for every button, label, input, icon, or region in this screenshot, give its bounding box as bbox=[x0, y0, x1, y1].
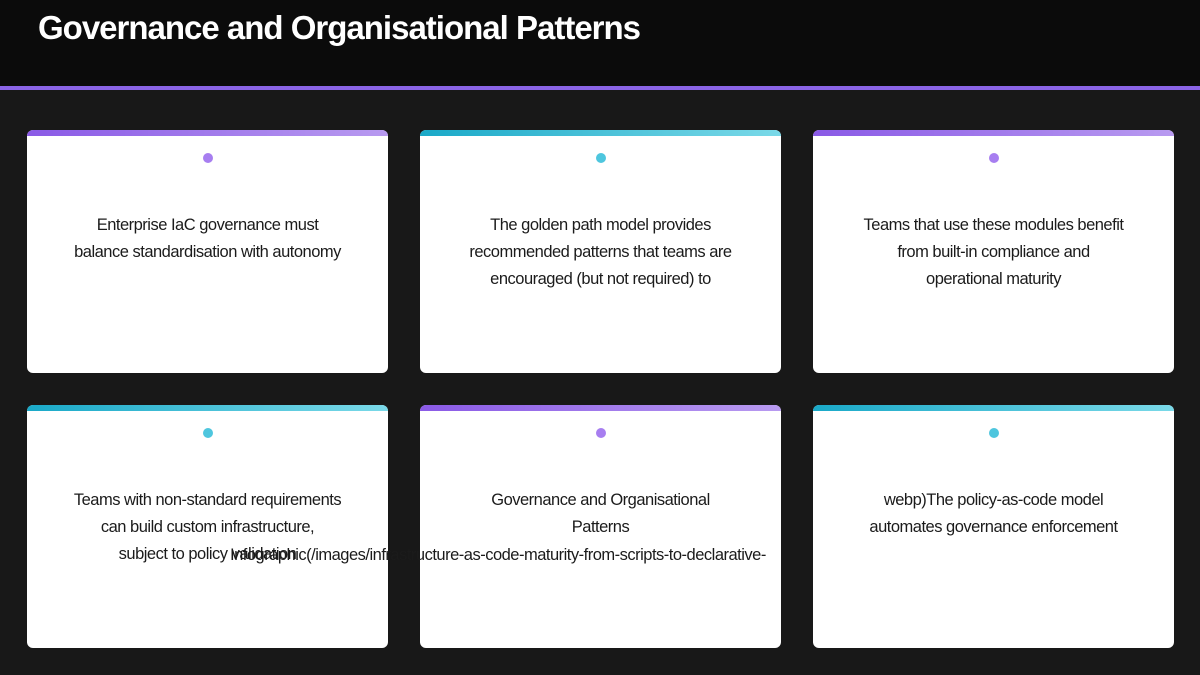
card-accent-bar bbox=[420, 405, 781, 411]
card-dot-icon bbox=[595, 153, 606, 163]
card-text: Enterprise IaC governance must balance s… bbox=[27, 212, 388, 266]
card-dot-icon bbox=[595, 428, 606, 438]
card-2: The golden path model provides recommend… bbox=[420, 130, 781, 373]
card-1: Enterprise IaC governance must balance s… bbox=[27, 130, 388, 373]
card-line: Teams with non-standard requirements bbox=[73, 491, 342, 509]
card-line: encouraged (but not required) to bbox=[490, 270, 711, 288]
card-line: webp)The policy-as-code model bbox=[883, 491, 1104, 509]
card-line: subject to policy validation bbox=[118, 545, 297, 563]
card-6: webp)The policy-as-code model automates … bbox=[813, 405, 1174, 648]
card-3: Teams that use these modules benefit fro… bbox=[813, 130, 1174, 373]
slide-header: Governance and Organisational Patterns bbox=[0, 0, 1200, 86]
card-accent-bar bbox=[27, 130, 388, 136]
card-text: webp)The policy-as-code model automates … bbox=[813, 487, 1174, 541]
card-line: from built-in compliance and bbox=[897, 243, 1090, 261]
card-line: balance standardisation with autonomy bbox=[74, 243, 341, 261]
card-text: Governance and Organisational Patterns bbox=[420, 487, 781, 541]
card-line: recommended patterns that teams are bbox=[469, 243, 732, 261]
slide-title: Governance and Organisational Patterns bbox=[38, 9, 641, 46]
card-line: The golden path model provides bbox=[490, 216, 711, 234]
card-dot-icon bbox=[202, 428, 213, 438]
card-dot-icon bbox=[988, 428, 999, 438]
header-accent-line bbox=[0, 86, 1200, 90]
card-accent-bar bbox=[27, 405, 388, 411]
card-accent-bar bbox=[813, 405, 1174, 411]
card-line: Governance and Organisational bbox=[491, 491, 710, 509]
card-line: automates governance enforcement bbox=[869, 518, 1118, 536]
card-5: Governance and Organisational Patterns bbox=[420, 405, 781, 648]
card-dot-icon bbox=[202, 153, 213, 163]
card-text: Teams with non-standard requirements can… bbox=[27, 487, 388, 568]
card-accent-bar bbox=[813, 130, 1174, 136]
card-line: operational maturity bbox=[926, 270, 1061, 288]
card-accent-bar bbox=[420, 130, 781, 136]
overflow-image-link-text: Infographic(/images/infrastructure-as-co… bbox=[230, 546, 766, 564]
card-line: Teams that use these modules benefit bbox=[863, 216, 1124, 234]
card-dot-icon bbox=[988, 153, 999, 163]
card-text: Teams that use these modules benefit fro… bbox=[813, 212, 1174, 293]
card-line: can build custom infrastructure, bbox=[100, 518, 315, 536]
card-text: The golden path model provides recommend… bbox=[420, 212, 781, 293]
card-line: Enterprise IaC governance must bbox=[96, 216, 319, 234]
card-line: Patterns bbox=[571, 518, 630, 536]
card-4: Teams with non-standard requirements can… bbox=[27, 405, 388, 648]
